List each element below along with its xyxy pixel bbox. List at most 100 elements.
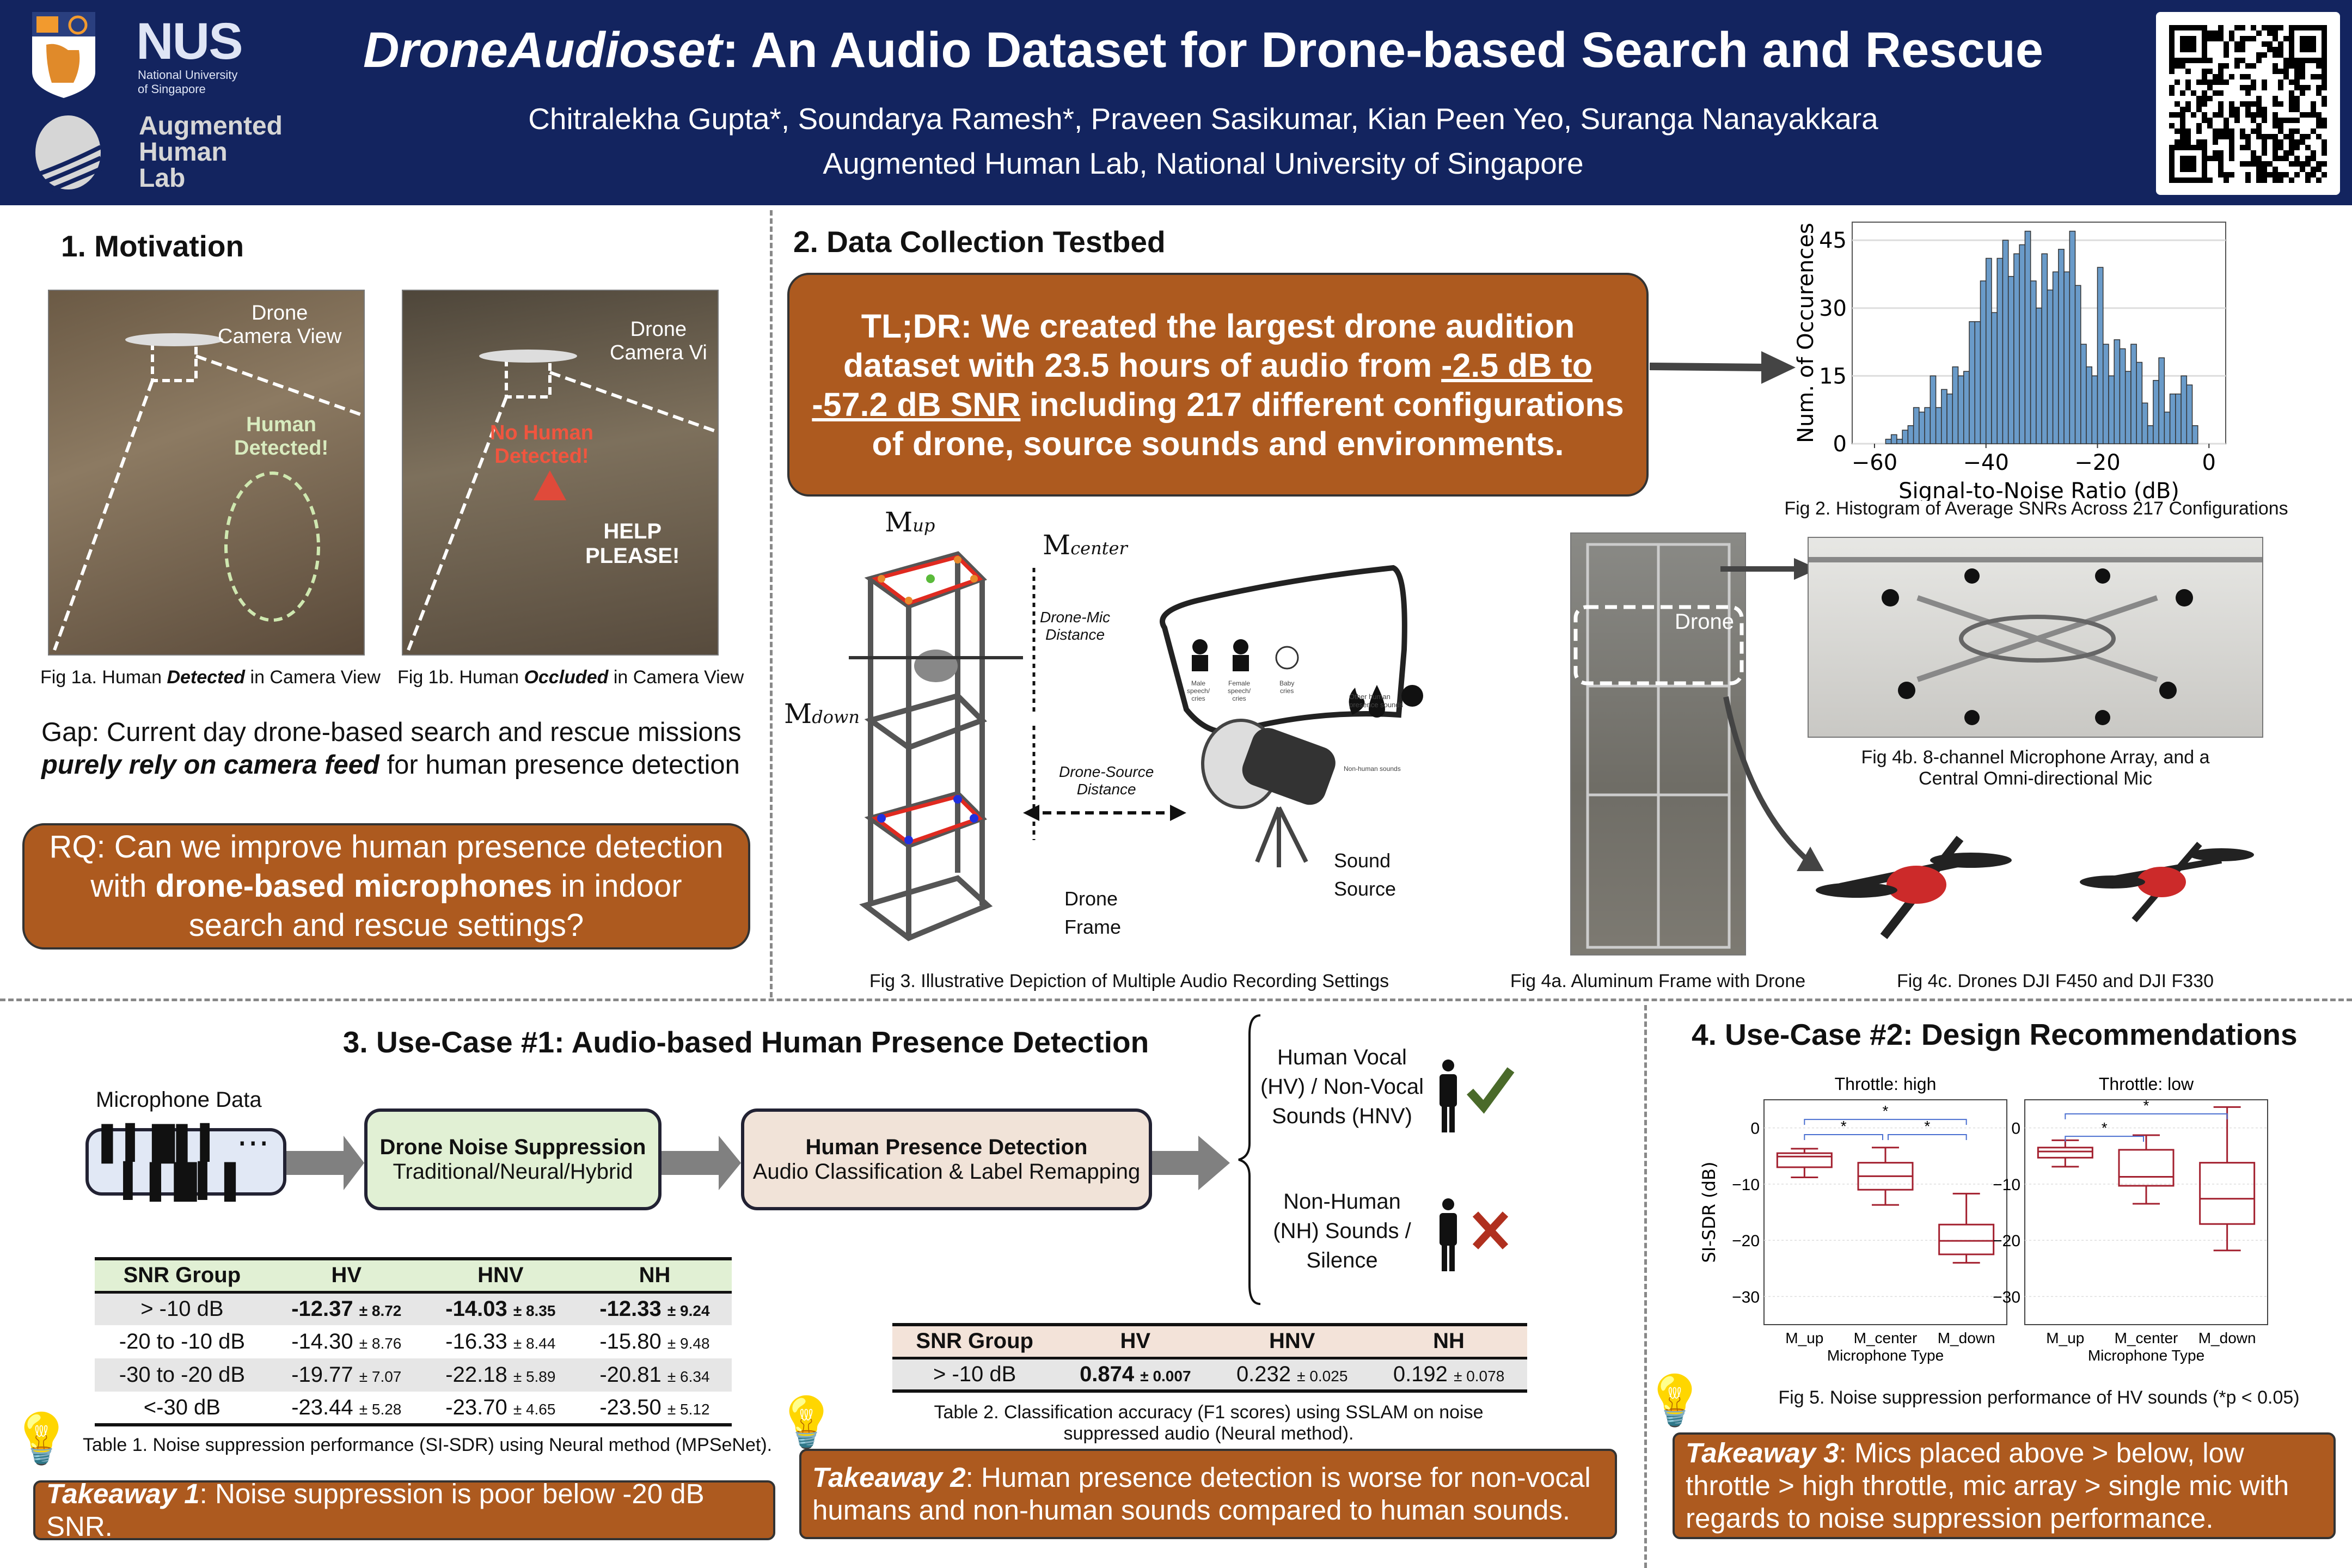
qr-module [2262, 118, 2267, 123]
qr-module [2322, 161, 2327, 167]
qr-module [2294, 128, 2300, 134]
histogram-bar [1902, 430, 1909, 444]
qr-module [2251, 63, 2256, 69]
qr-module [2262, 139, 2267, 145]
qr-module [2202, 79, 2207, 85]
lightbulb-icon: 💡 [776, 1395, 837, 1450]
nus-crest-logo [32, 12, 95, 98]
qr-module [2294, 172, 2300, 177]
histogram-bar [2086, 366, 2093, 444]
qr-module [2262, 134, 2267, 139]
y-axis-label: SI-SDR (dB) [1699, 1162, 1719, 1263]
qr-module [2202, 112, 2207, 118]
qr-module [2218, 25, 2224, 30]
panel-title: Throttle: high [1835, 1074, 1937, 1094]
label-sound-source: Sound Source [1334, 849, 1396, 900]
qr-module [2169, 90, 2175, 96]
qr-module [2185, 79, 2191, 85]
x-axis-label: Signal-to-Noise Ratio (dB) [1898, 479, 2179, 501]
qr-module [2218, 30, 2224, 36]
qr-module [2300, 167, 2305, 172]
qr-module [2185, 139, 2191, 145]
section-title-testbed: 2. Data Collection Testbed [793, 225, 1166, 259]
qr-module [2213, 128, 2218, 134]
histogram-bar [2108, 375, 2115, 444]
qr-module [2262, 52, 2267, 58]
qr-module [2300, 85, 2305, 90]
qr-module [2294, 118, 2300, 123]
qr-module [2316, 134, 2322, 139]
qr-module [2262, 150, 2267, 156]
qr-module [2207, 30, 2213, 36]
qr-module [2245, 134, 2251, 139]
qr-module [2289, 128, 2294, 134]
qr-module [2240, 58, 2245, 63]
label-other-human-sounds: Other human presence sounds [1349, 693, 1404, 709]
qr-module [2180, 123, 2185, 128]
flow-arrows [286, 1136, 1230, 1190]
histogram-bar [1935, 407, 1942, 444]
qr-module [2278, 156, 2283, 161]
box [1776, 1152, 1833, 1168]
qr-module [2224, 41, 2229, 47]
qr-module [2289, 63, 2294, 69]
histogram-bar [2002, 240, 2009, 444]
qr-module [2311, 172, 2316, 177]
qr-module [2311, 74, 2316, 79]
qr-module [2278, 41, 2283, 47]
qr-module [2245, 139, 2251, 145]
qr-module [2251, 25, 2256, 30]
qr-module [2294, 107, 2300, 112]
histogram-bar [2019, 244, 2026, 444]
qr-module [2294, 145, 2300, 150]
qr-code[interactable] [2156, 12, 2340, 195]
qr-module [2273, 172, 2278, 177]
fig4c-caption: Fig 4c. Drones DJI F450 and DJI F330 [1896, 971, 2214, 991]
qr-module [2213, 156, 2218, 161]
fig5-caption: Fig 5. Noise suppression performance of … [1778, 1387, 2300, 1408]
qr-module [2311, 156, 2316, 161]
section-title-motivation: 1. Motivation [61, 229, 244, 263]
qr-module [2229, 112, 2234, 118]
histogram-bar [2024, 230, 2031, 444]
gap-statement: Gap: Current day drone-based search and … [41, 718, 742, 780]
ahl-logo-icon [35, 115, 102, 192]
qr-module [2196, 96, 2202, 101]
qr-module [2278, 52, 2283, 58]
qr-module [2311, 167, 2316, 172]
fig2-caption: Fig 2. Histogram of Average SNRs Across … [1784, 498, 2288, 519]
qr-module [2207, 177, 2213, 183]
qr-module [2322, 69, 2327, 74]
label-non-human-sounds: Non-human sounds [1344, 765, 1401, 773]
histogram-bar [1974, 321, 1981, 444]
qr-module [2311, 112, 2316, 118]
qr-module [2289, 101, 2294, 107]
section-title-usecase1: 3. Use-Case #1: Audio-based Human Presen… [342, 1025, 1149, 1059]
qr-module [2267, 25, 2273, 30]
label-drone-mic-distance: Drone-Mic Distance [1040, 609, 1111, 643]
qr-module [2218, 167, 2224, 172]
qr-module [2278, 69, 2283, 74]
qr-module [2278, 118, 2283, 123]
qr-module [2229, 107, 2234, 112]
y-tick-label: −30 [1732, 1288, 1760, 1306]
histogram-bar [1991, 312, 1998, 444]
qr-module [2256, 123, 2262, 128]
fig1b-caption: Fig 1b. Human Occluded in Camera View [397, 667, 744, 688]
histogram-bar [2175, 393, 2182, 444]
qr-module [2196, 128, 2202, 134]
fig1a-status-label: Human Detected! [234, 413, 329, 460]
water-drop-icon [1369, 685, 1385, 718]
qr-module [2273, 52, 2278, 58]
qr-module [2278, 145, 2283, 150]
qr-module [2240, 145, 2245, 150]
histogram-bar [2063, 271, 2071, 444]
qr-module [2229, 150, 2234, 156]
histogram-bar [2030, 280, 2037, 444]
fire-icon [1349, 688, 1365, 715]
qr-module [2294, 96, 2300, 101]
table-row: -30 to -20 dB -19.77 ± 7.07 -22.18 ± 5.8… [95, 1358, 732, 1392]
fig1b-help-label: HELP PLEASE! [585, 519, 680, 568]
qr-module [2185, 134, 2191, 139]
